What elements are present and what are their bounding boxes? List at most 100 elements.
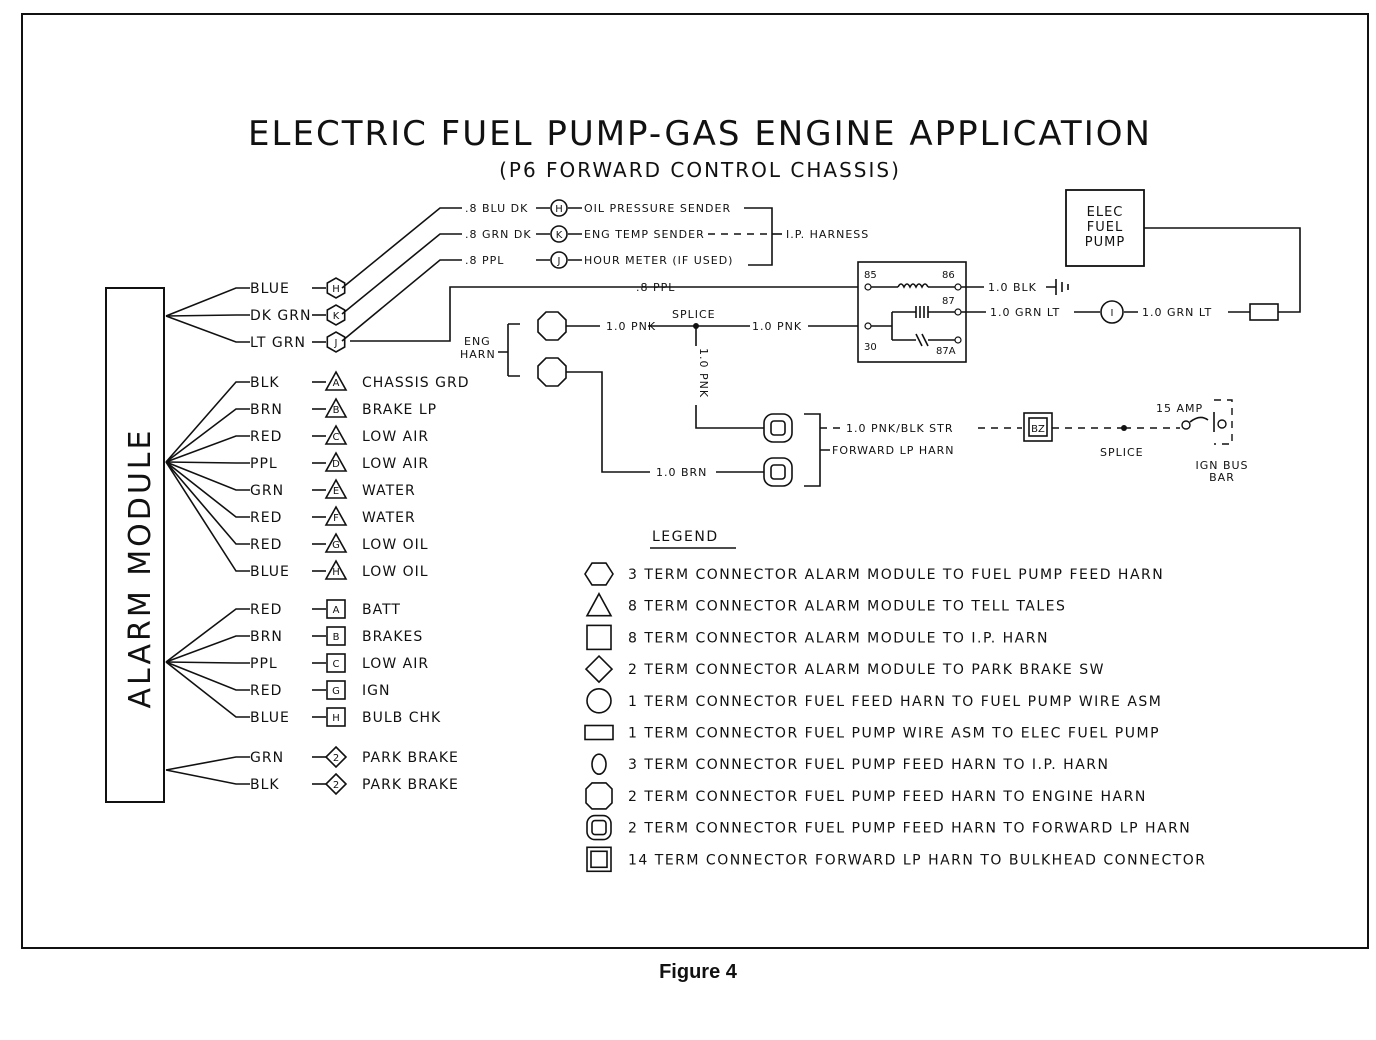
relay-terminal-87: 87 [942, 296, 955, 307]
wire-color-label: BRN [250, 629, 283, 645]
ip-wire-label: .8 BLU DK [465, 202, 528, 215]
circuit-label: LOW AIR [362, 656, 429, 672]
connector-pin-label: F [333, 513, 339, 524]
square-connector [326, 599, 346, 619]
diagram-subtitle: (P6 FORWARD CONTROL CHASSIS) [499, 158, 901, 182]
legend-item-text: 1 TERM CONNECTOR FUEL FEED HARN TO FUEL … [628, 694, 1162, 710]
pump-connector [1249, 303, 1279, 321]
circuit-label: PARK BRAKE [362, 750, 459, 766]
connector-pin-label: D [332, 459, 340, 470]
ip-connector [550, 225, 568, 243]
wire-color-label: RED [250, 683, 282, 699]
legend-item-text: 3 TERM CONNECTOR ALARM MODULE TO FUEL PU… [628, 567, 1164, 583]
ip-sender-label: ENG TEMP SENDER [584, 228, 705, 241]
circuit-label: IGN [362, 683, 390, 699]
relay-terminal-85: 85 [864, 270, 877, 281]
harness-wire [165, 756, 250, 771]
connector-pin-label: B [333, 632, 340, 643]
connector-pin-label: B [333, 405, 340, 416]
legend-item-text: 2 TERM CONNECTOR ALARM MODULE TO PARK BR… [628, 662, 1105, 678]
inline-connector [1100, 300, 1124, 324]
circuit-label: PARK BRAKE [362, 777, 459, 793]
connector-pin-label: H [332, 284, 340, 295]
pnk-vertical-label: 1.0 PNK [697, 348, 710, 398]
wire-color-label: GRN [250, 750, 284, 766]
ip-connector-pin: H [555, 204, 563, 215]
connector-pin-label: H [332, 567, 340, 578]
harness-wire [165, 315, 250, 343]
wire-color-label: RED [250, 429, 282, 445]
grn-lt-wire-label: 1.0 GRN LT [1142, 306, 1212, 319]
wire-color-label: BLUE [250, 710, 290, 726]
circuit-label: BULB CHK [362, 710, 441, 726]
circuit-label: CHASSIS GRD [362, 375, 469, 391]
harness-wire [165, 461, 250, 464]
splice-top-label: SPLICE [672, 308, 716, 321]
fuse-terminal [1181, 420, 1191, 430]
wire-color-label: DK GRN [250, 308, 311, 324]
legend-symbol-inner [590, 850, 608, 869]
connector-pin-label: A [333, 605, 340, 616]
connector-pin-label: J [334, 338, 338, 349]
relay-terminal-30: 30 [864, 342, 877, 353]
ign-bus-label: BAR [1209, 471, 1235, 484]
harness-wire [165, 287, 250, 317]
ip-harness-label: I.P. HARNESS [786, 228, 869, 241]
wire-color-label: PPL [250, 456, 278, 472]
harness-wire [165, 661, 250, 691]
fuel-pump-circuit: .8 PPL ENG HARN 1.0 PNK SPLICE 1.0 PNK 1… [350, 189, 1301, 487]
alarm-module-label: ALARM MODULE [123, 428, 158, 709]
ip-harness-section: .8 BLU DK .8 GRN DK .8 PPL H K J OIL PRE… [341, 199, 869, 342]
ppl-wire-label: .8 PPL [636, 281, 675, 294]
connector-pin-label: G [332, 686, 340, 697]
ip-wire-label: .8 GRN DK [465, 228, 532, 241]
legend-symbol-inner [591, 819, 607, 836]
pump-label: FUEL [1087, 220, 1123, 235]
circuit-label: LOW AIR [362, 456, 429, 472]
forward-lp-connector-inner [770, 464, 786, 480]
legend-item-text: 8 TERM CONNECTOR ALARM MODULE TO TELL TA… [628, 599, 1066, 615]
ign-bus-terminal [1217, 419, 1227, 429]
triangle-connector [324, 451, 348, 472]
ip-sender-label: HOUR METER (IF USED) [584, 254, 733, 267]
legend-symbol-rectangle [584, 724, 614, 741]
connector-pin-label: G [332, 540, 340, 551]
harness-wire [165, 435, 250, 463]
bulkhead-connector-inner [1028, 417, 1048, 437]
engine-harness-connector [537, 311, 567, 341]
pump-label: ELEC [1087, 205, 1124, 220]
wire-color-label: PPL [250, 656, 278, 672]
harness-wire [165, 635, 250, 663]
ip-connector [550, 199, 568, 217]
wire-color-label: BLK [250, 777, 280, 793]
legend-symbol-triangle [585, 592, 613, 617]
hexagon-connector [326, 331, 346, 353]
square-connector [326, 680, 346, 700]
triangle-connector [324, 397, 348, 418]
triangle-connector [324, 424, 348, 445]
circuit-label: WATER [362, 510, 416, 526]
square-connector [326, 653, 346, 673]
connector-pin-label: A [333, 378, 340, 389]
triangle-connector [324, 505, 348, 526]
wire-color-label: BRN [250, 402, 283, 418]
square-connector [326, 626, 346, 646]
harness-wire [165, 461, 250, 491]
diagram-title: ELECTRIC FUEL PUMP-GAS ENGINE APPLICATIO… [248, 114, 1152, 154]
legend-item-text: 3 TERM CONNECTOR FUEL PUMP FEED HARN TO … [628, 757, 1109, 773]
wire-color-label: RED [250, 510, 282, 526]
ip-connector [550, 251, 568, 269]
eng-harn-label: HARN [460, 348, 496, 361]
connector-pin-label: 2 [333, 780, 339, 791]
circuit-label: WATER [362, 483, 416, 499]
legend: 3 TERM CONNECTOR ALARM MODULE TO FUEL PU… [584, 562, 1205, 873]
harness-wire [165, 608, 250, 663]
ip-sender-label: OIL PRESSURE SENDER [584, 202, 731, 215]
legend-item-text: 2 TERM CONNECTOR FUEL PUMP FEED HARN TO … [628, 821, 1191, 837]
legend-item-text: 2 TERM CONNECTOR FUEL PUMP FEED HARN TO … [628, 789, 1147, 805]
square-connector [326, 707, 346, 727]
circuit-label: LOW OIL [362, 564, 429, 580]
diamond-connector [324, 745, 348, 769]
